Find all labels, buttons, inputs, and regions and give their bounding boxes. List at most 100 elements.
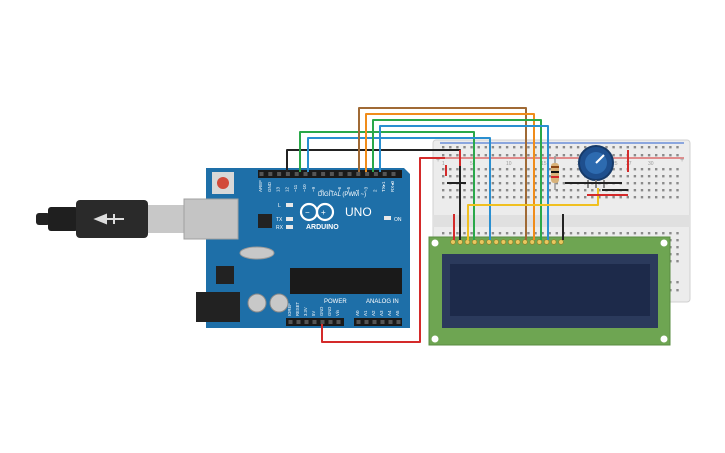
breadboard-hole <box>477 154 480 157</box>
header-pin[interactable] <box>312 172 317 176</box>
breadboard-hole <box>534 196 537 199</box>
breadboard-hole <box>442 182 445 185</box>
header-pin[interactable] <box>338 172 343 176</box>
lcd-pin[interactable] <box>486 239 492 245</box>
breadboard-hole <box>584 196 587 199</box>
lcd-pin[interactable] <box>508 239 514 245</box>
header-pin[interactable] <box>329 172 334 176</box>
breadboard-hole <box>520 232 523 235</box>
breadboard-hole <box>640 154 644 157</box>
breadboard-hole <box>548 168 551 171</box>
lcd-pin[interactable] <box>515 239 521 245</box>
wire-5v-red <box>321 157 445 343</box>
lcd-pin[interactable] <box>529 239 535 245</box>
breadboard-hole <box>470 232 473 235</box>
header-pin[interactable] <box>285 172 290 176</box>
digital-pin-label: ~9 <box>311 186 316 192</box>
breadboard-hole <box>527 182 530 185</box>
breadboard-row-number: 15 <box>541 161 547 167</box>
header-pin[interactable] <box>303 172 308 176</box>
lcd-pin[interactable] <box>558 239 564 245</box>
breadboard-hole <box>513 146 516 149</box>
breadboard-hole <box>662 168 665 171</box>
digital-pin-label: AREF <box>258 180 263 192</box>
header-pin[interactable] <box>356 320 361 324</box>
header-pin[interactable] <box>294 172 299 176</box>
header-pin[interactable] <box>320 320 325 324</box>
header-pin[interactable] <box>321 172 326 176</box>
header-pin[interactable] <box>364 320 369 324</box>
breadboard-hole <box>555 146 558 149</box>
breadboard-hole <box>676 182 679 185</box>
lcd-pin[interactable] <box>457 239 463 245</box>
lcd-pin[interactable] <box>464 239 471 245</box>
resistor <box>551 156 559 190</box>
lcd-pin[interactable] <box>500 239 507 245</box>
capacitor-2 <box>269 293 289 313</box>
header-pin[interactable] <box>380 320 385 324</box>
breadboard-hole <box>548 146 551 149</box>
header-pin[interactable] <box>328 320 333 324</box>
breadboard-hole <box>527 189 530 192</box>
wire-d3-green <box>372 119 542 240</box>
breadboard-hole <box>662 232 665 235</box>
reset-button[interactable] <box>217 177 229 189</box>
lcd-pin[interactable] <box>543 239 550 245</box>
on-led-label: ON <box>394 217 402 223</box>
header-pin[interactable] <box>336 320 341 324</box>
breadboard-hole <box>569 189 573 192</box>
header-pin[interactable] <box>347 172 352 176</box>
lcd-pin[interactable] <box>551 239 557 245</box>
header-pin[interactable] <box>259 172 264 176</box>
breadboard-hole <box>662 196 665 199</box>
header-pin[interactable] <box>396 320 401 324</box>
header-pin[interactable] <box>268 172 273 176</box>
breadboard-hole <box>491 189 495 192</box>
breadboard-hole <box>647 175 651 178</box>
breadboard-hole <box>647 168 651 171</box>
header-pin[interactable] <box>304 320 309 324</box>
breadboard-hole <box>669 168 672 171</box>
breadboard-hole <box>633 154 637 157</box>
lcd-pin[interactable] <box>450 239 456 245</box>
header-pin[interactable] <box>372 320 377 324</box>
digital-pin-label: 8 <box>320 189 325 192</box>
power-pin-label: IOREF <box>287 303 292 316</box>
breadboard-hole <box>633 182 637 185</box>
breadboard-hole <box>456 154 459 157</box>
potentiometer <box>578 145 614 188</box>
breadboard-hole <box>541 146 544 149</box>
header-pin[interactable] <box>356 172 361 176</box>
header-pin[interactable] <box>373 172 378 176</box>
header-pin[interactable] <box>391 172 396 176</box>
usb-plug-metal <box>148 205 184 233</box>
power-jack <box>196 292 240 322</box>
breadboard-hole <box>463 196 466 199</box>
lcd-pin[interactable] <box>472 239 478 245</box>
breadboard-hole <box>576 175 580 178</box>
breadboard-hole <box>612 154 615 157</box>
lcd-pin[interactable] <box>493 239 499 245</box>
arduino-model-label: UNO <box>345 205 372 219</box>
breadboard-hole <box>576 189 580 192</box>
header-pin[interactable] <box>277 172 282 176</box>
breadboard-hole <box>576 154 580 157</box>
breadboard-hole <box>456 189 459 192</box>
lcd-pin[interactable] <box>522 239 528 245</box>
breadboard-hole <box>569 154 573 157</box>
breadboard-hole <box>456 168 459 171</box>
header-pin[interactable] <box>365 172 370 176</box>
digital-pin-label: 7 <box>328 189 333 192</box>
breadboard-hole <box>541 182 544 185</box>
lcd-pin[interactable] <box>536 239 543 245</box>
header-pin[interactable] <box>296 320 301 324</box>
header-pin[interactable] <box>382 172 387 176</box>
header-pin[interactable] <box>388 320 393 324</box>
header-pin[interactable] <box>312 320 317 324</box>
breadboard-hole <box>449 196 452 199</box>
breadboard-hole <box>491 175 495 178</box>
digital-header-label: DIGITAL (PWM ~) <box>318 192 366 198</box>
lcd-pin[interactable] <box>479 239 485 245</box>
header-pin[interactable] <box>288 320 293 324</box>
